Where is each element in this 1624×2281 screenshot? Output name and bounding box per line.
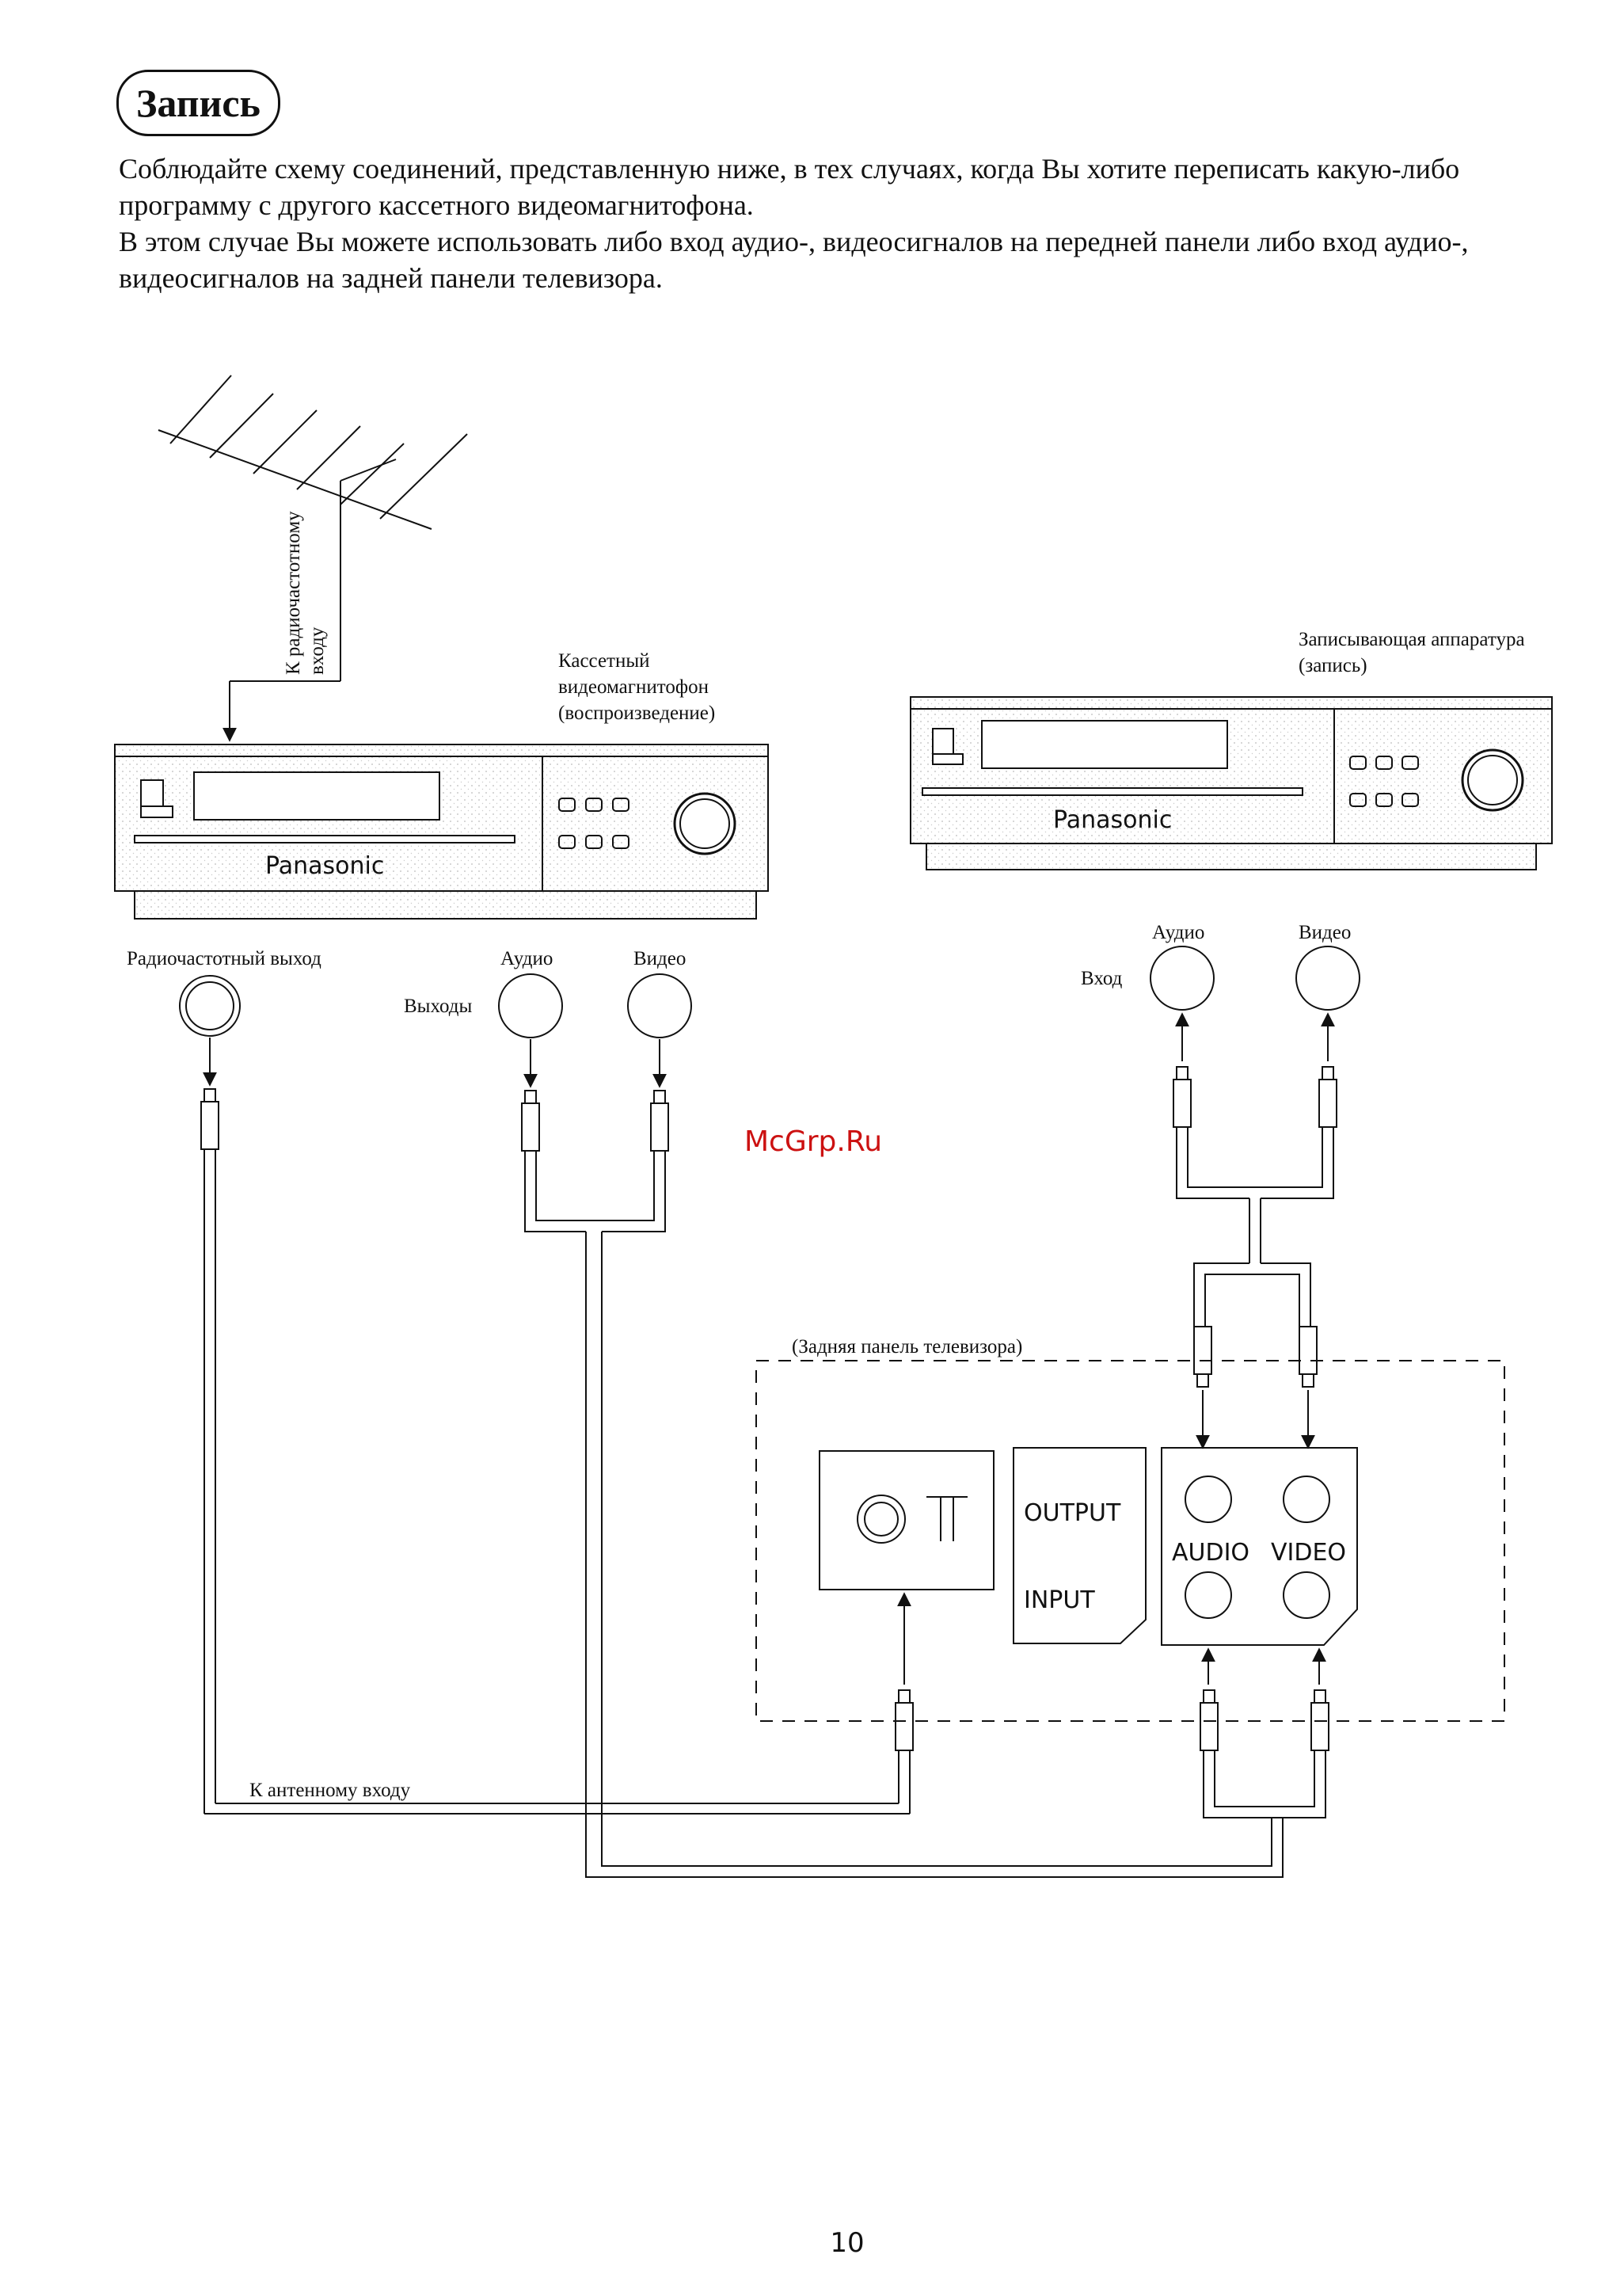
tv-av-jacks (1161, 1447, 1358, 1646)
rf-out-jack (179, 975, 241, 1037)
rf-cable (200, 1088, 914, 1815)
antenna-input-label: К антенному входу (249, 1780, 411, 1801)
tv-rear-panel (755, 1360, 1505, 1722)
recorder-video-in-jack (1295, 946, 1360, 1011)
recorder-brand: Panasonic (1053, 806, 1172, 834)
watermark: McGrp.Ru (744, 1125, 882, 1158)
intro-paragraph-2: В этом случае Вы можете использовать либ… (119, 226, 1469, 294)
tv-panel-label: (Задняя панель телевизора) (792, 1336, 1022, 1358)
recorder-vcr (910, 696, 1553, 870)
recorder-video-label: Видео (1299, 922, 1351, 943)
section-title-text: Запись (136, 81, 261, 125)
antenna-label-line1: К радиочастотному (283, 511, 304, 675)
tv-output-label: OUTPUT (1024, 1499, 1121, 1527)
tv-antenna-input (819, 1450, 995, 1590)
outputs-label: Выходы (404, 996, 473, 1017)
source-vcr-label-line1: Кассетный (558, 650, 650, 672)
source-vcr-brand: Panasonic (265, 852, 384, 880)
section-title: Запись (116, 70, 280, 136)
tv-io-block (1013, 1447, 1147, 1644)
tv-video-label: VIDEO (1271, 1539, 1346, 1567)
source-av-cable (521, 1090, 1284, 1878)
antenna-icon (158, 375, 468, 742)
source-vcr (114, 744, 769, 920)
recorder-av-cable (1173, 1066, 1337, 1388)
recorder-audio-label: Аудио (1152, 922, 1204, 943)
rf-out-label: Радиочастотный выход (127, 948, 321, 969)
source-vcr-label-line3: (воспроизведение) (558, 703, 715, 724)
recorder-audio-in-jack (1150, 946, 1215, 1011)
intro-paragraph-1: Соблюдайте схему соединений, представлен… (119, 153, 1460, 221)
input-label: Вход (1081, 968, 1123, 989)
tv-audio-label: AUDIO (1172, 1539, 1249, 1567)
video-out-jack (627, 973, 692, 1038)
audio-out-jack (498, 973, 563, 1038)
source-vcr-label-line2: видеомагнитофон (558, 676, 709, 698)
tv-input-label: INPUT (1024, 1586, 1095, 1614)
recorder-label-line2: (запись) (1299, 655, 1367, 676)
antenna-label-line2: входу (306, 626, 328, 675)
recorder-label-line1: Записывающая аппаратура (1299, 629, 1525, 650)
source-audio-label: Аудио (500, 948, 553, 969)
tv-av-cable (1200, 1689, 1329, 1818)
page-number: 10 (830, 2227, 865, 2259)
source-video-label: Видео (633, 948, 686, 969)
